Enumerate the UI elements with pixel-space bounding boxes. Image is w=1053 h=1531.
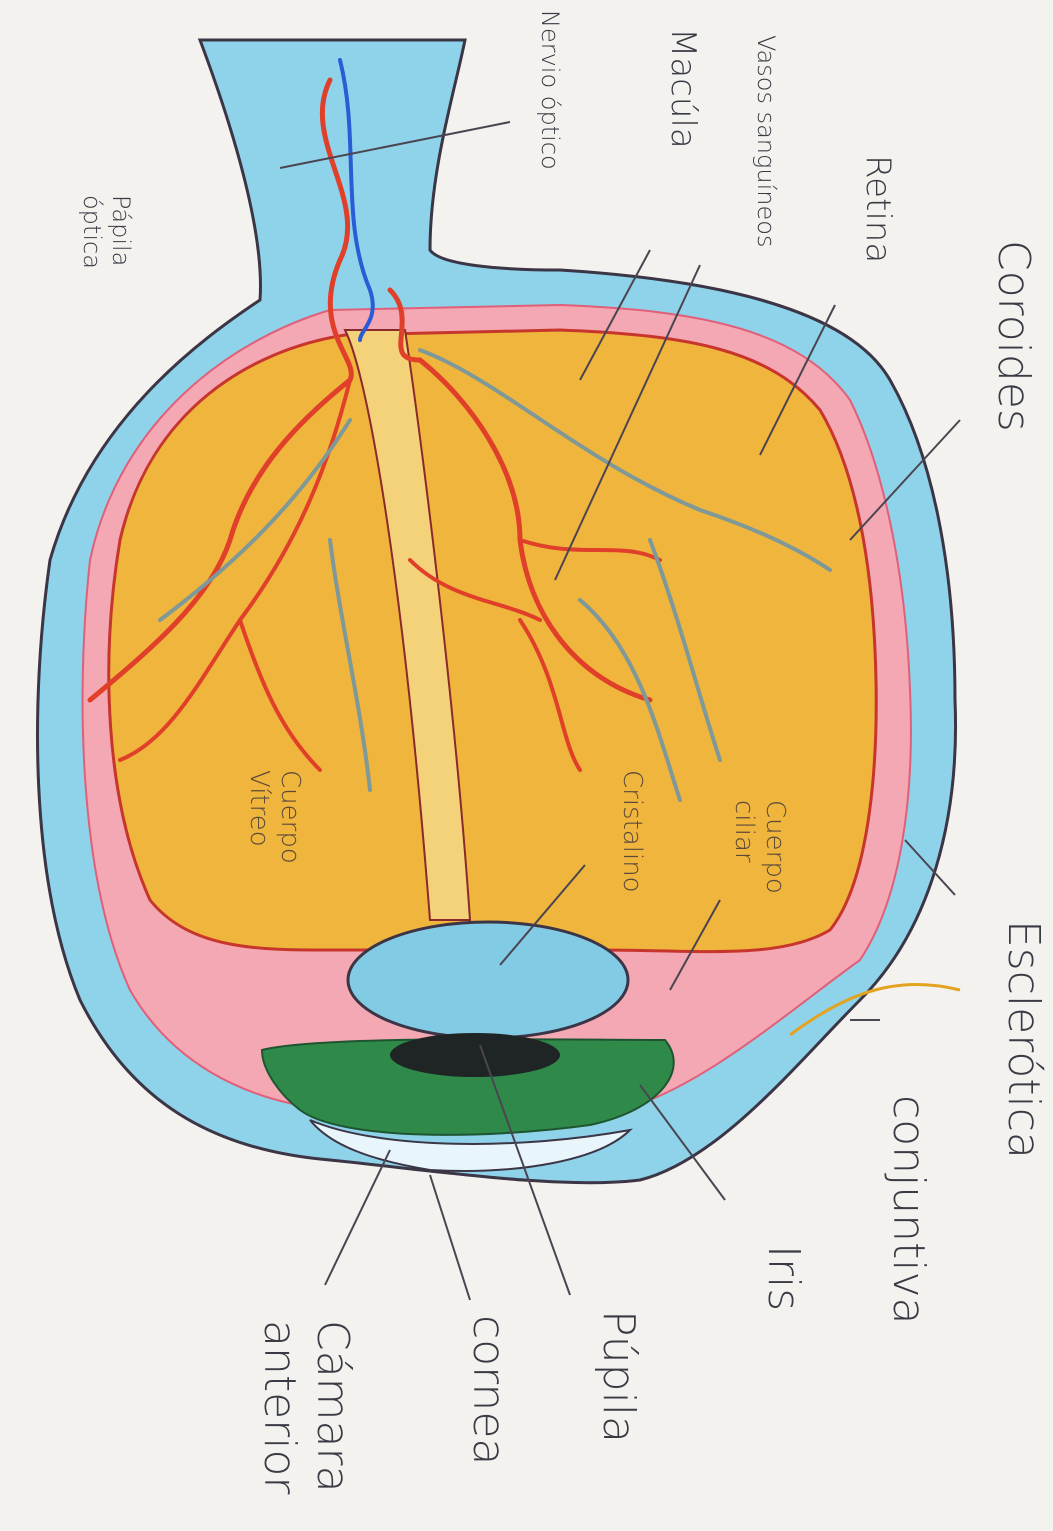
label-cornea: cornea: [466, 1315, 510, 1465]
lens: [348, 922, 628, 1038]
label-esclerotica: Esclerótica: [1001, 920, 1045, 1159]
label-pupila: Púpila: [596, 1310, 640, 1443]
label-papila-optica: Pápila óptica: [77, 195, 135, 269]
label-cuerpo-ciliar: Cuerpo ciliar: [728, 800, 790, 894]
pupil: [390, 1033, 560, 1077]
label-conjuntiva: conjuntiva: [886, 1095, 930, 1324]
label-iris: Iris: [761, 1245, 805, 1311]
label-cristalino: Cristalino: [619, 770, 645, 893]
label-macula: Macúla: [666, 28, 700, 149]
label-camara-anterior: Cámara anterior: [252, 1320, 358, 1495]
label-coroides: Coroides: [991, 240, 1035, 432]
label-nervio-optico: Nervio óptico: [538, 10, 562, 170]
label-cuerpo-vitreo: Cuerpo Vítreo: [243, 770, 305, 864]
label-vasos-sanguineos: Vasos sanguíneos: [754, 35, 778, 247]
label-retina: Retina: [861, 155, 895, 263]
